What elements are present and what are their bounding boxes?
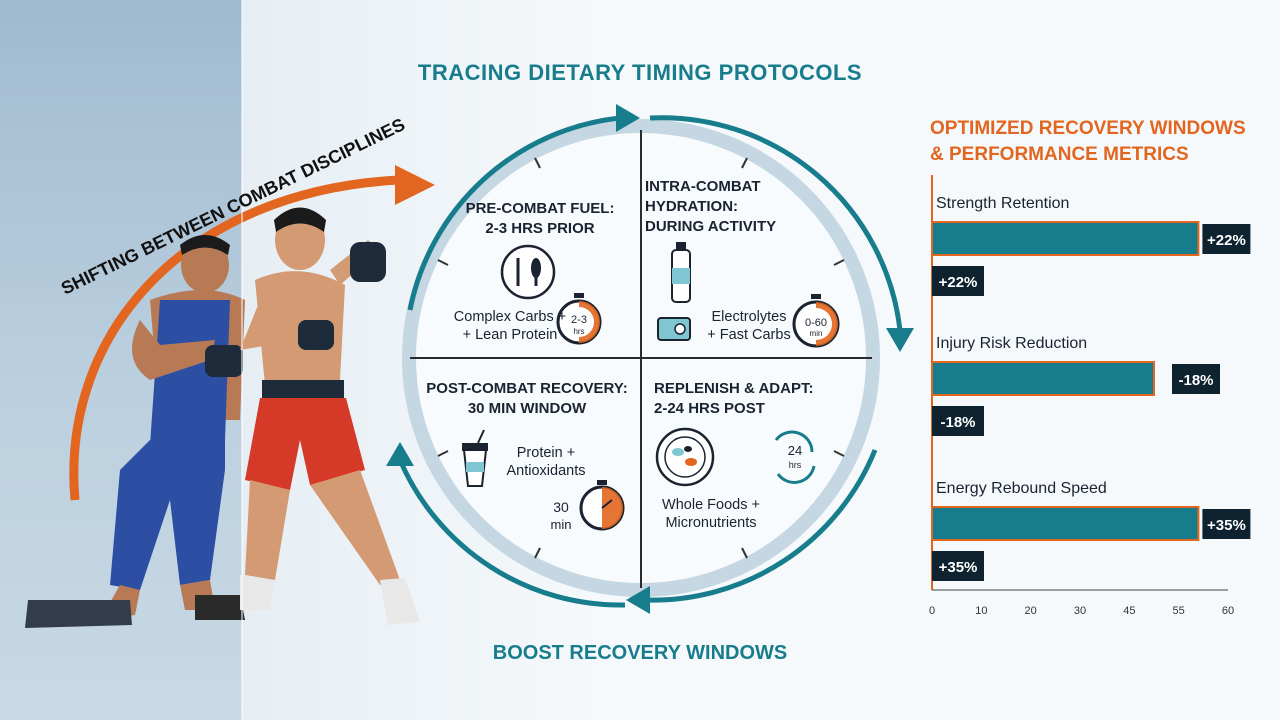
timer-30-label: 30 xyxy=(553,499,569,515)
timing-cycle-diagram: 2-3 hrs 0-60 min xyxy=(386,104,914,614)
metric-label: Injury Risk Reduction xyxy=(936,335,1087,352)
fighters-illustration: SHIFTING BETWEEN COMBAT DISCIPLINES xyxy=(25,0,435,720)
x-tick-label: 20 xyxy=(1025,605,1037,617)
metric-bar xyxy=(931,506,1200,541)
timer-unit: hrs xyxy=(573,327,584,336)
x-tick-label: 45 xyxy=(1123,605,1135,617)
value-tag-below xyxy=(932,266,984,296)
value-tag-below-label: +22% xyxy=(939,274,978,291)
q3-text: Protein +Antioxidants xyxy=(506,445,586,479)
metric-label: Strength Retention xyxy=(936,195,1069,212)
supplement-pouch-icon xyxy=(657,317,691,341)
timer-unit: min xyxy=(810,329,823,338)
x-tick-label: 60 xyxy=(1222,605,1234,617)
value-tag-right xyxy=(1202,509,1251,539)
bottom-title: BOOST RECOVERY WINDOWS xyxy=(492,642,788,664)
cycle-24-hrs-icon: 24 hrs xyxy=(774,430,816,484)
metric-bar xyxy=(931,361,1155,396)
value-tag-right-label: +35% xyxy=(1207,517,1246,534)
timer-2-3-hrs-icon: 2-3 hrs xyxy=(556,293,602,345)
plate-utensils-icon xyxy=(500,244,556,300)
q1-title: PRE-COMBAT FUEL:2-3 HRS PRIOR xyxy=(465,200,615,237)
q4-title: REPLENISH & ADAPT:2-24 HRS POST xyxy=(654,380,814,417)
value-tag-right xyxy=(1172,364,1220,394)
cycle-arrow-bottom-left xyxy=(397,459,626,608)
metrics-title: OPTIMIZED RECOVERY WINDOWS& PERFORMANCE … xyxy=(930,118,1246,165)
metric-label: Energy Rebound Speed xyxy=(936,480,1107,497)
x-tick-label: 0 xyxy=(929,605,935,617)
q3-title: POST-COMBAT RECOVERY:30 MIN WINDOW xyxy=(426,380,628,417)
value-tag-right xyxy=(1202,224,1251,254)
cycle-unit: hrs xyxy=(789,460,802,470)
x-tick-label: 55 xyxy=(1173,605,1185,617)
q2-text: Electrolytes+ Fast Carbs xyxy=(707,309,791,343)
timer-30-min-icon xyxy=(579,480,625,531)
value-tag-right-label: -18% xyxy=(1178,372,1213,389)
arrowhead-top xyxy=(616,104,640,132)
timer-label: 2-3 xyxy=(571,314,587,326)
x-tick-label: 30 xyxy=(1074,605,1086,617)
wrestler-figure xyxy=(25,235,245,628)
water-bottle-icon xyxy=(671,242,691,303)
q4-text: Whole Foods +Micronutrients xyxy=(662,497,760,531)
cycle-arrow-top-left xyxy=(407,115,621,311)
shake-cup-icon xyxy=(462,429,488,487)
cycle-arrow-bottom-right xyxy=(644,449,878,603)
timer-0-60-min-icon: 0-60 min xyxy=(792,294,840,348)
x-tick-label: 10 xyxy=(975,605,987,617)
discipline-arc xyxy=(69,175,401,501)
cycle-arrow-top-right xyxy=(649,115,903,331)
value-tag-below xyxy=(932,551,984,581)
metrics-bar-chart: Strength Retention +22% +22% Injury Risk Re… xyxy=(929,175,1251,617)
value-tag-below-label: +35% xyxy=(939,559,978,576)
arrowhead-left xyxy=(386,442,414,466)
boxer-figure xyxy=(240,207,420,625)
arrowhead-right xyxy=(886,328,914,352)
value-tag-below-label: -18% xyxy=(940,414,975,431)
metric-bar xyxy=(931,221,1200,256)
timer-label: 0-60 xyxy=(805,317,827,329)
cycle-label: 24 xyxy=(788,443,802,458)
value-tag-below xyxy=(932,406,984,436)
main-title: TRACING DIETARY TIMING PROTOCOLS xyxy=(417,60,863,85)
timer-30-unit: min xyxy=(551,517,572,532)
value-tag-right-label: +22% xyxy=(1207,232,1246,249)
arc-arrowhead xyxy=(395,165,435,205)
q1-text: Complex Carbs ++ Lean Protein xyxy=(453,309,567,343)
whole-food-plate-icon xyxy=(655,427,715,487)
arrowhead-bottom xyxy=(626,586,650,614)
